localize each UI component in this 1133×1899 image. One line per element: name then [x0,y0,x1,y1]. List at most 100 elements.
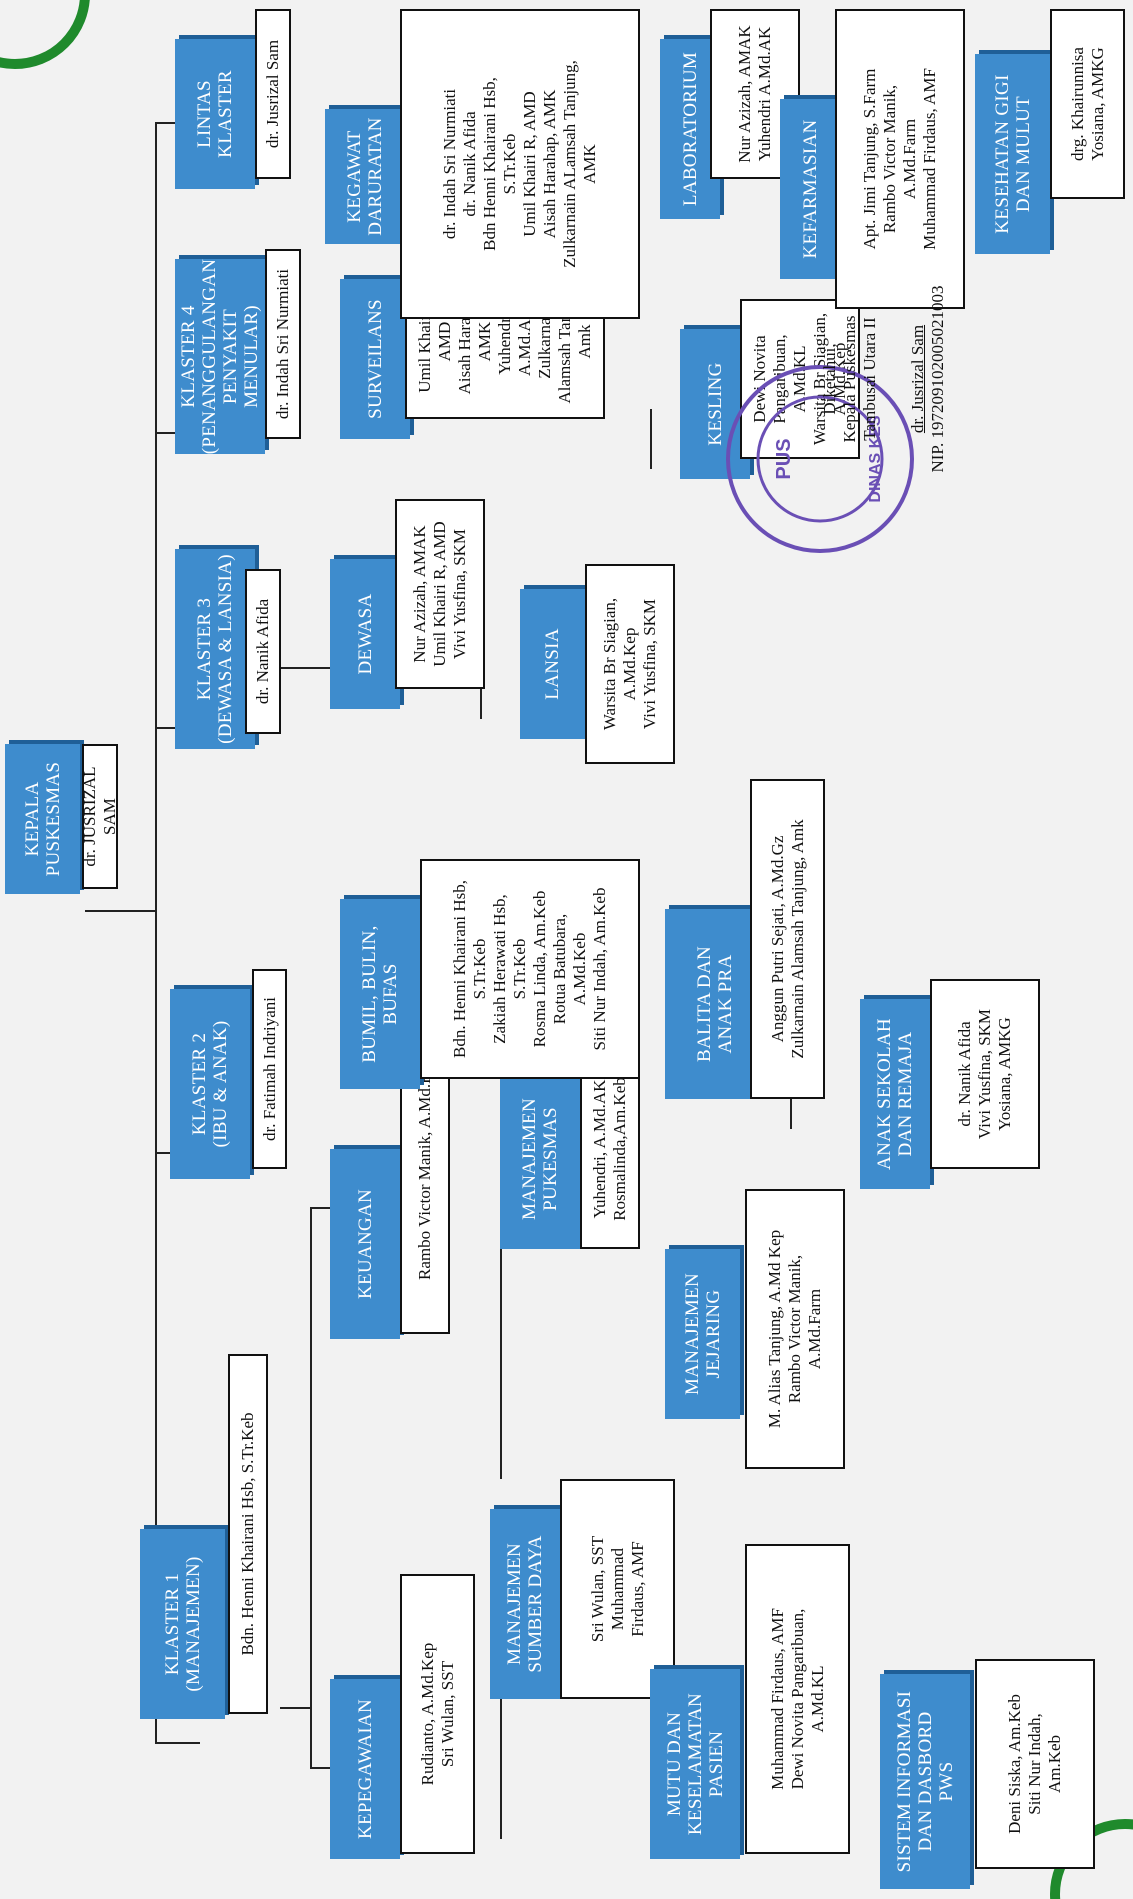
head-title: KEPALA PUSKESMAS [21,761,64,877]
keuangan-title: KEUANGAN [354,1188,376,1300]
staff-name: dr. Nanik Afida [955,1021,974,1127]
staff-name: Dewi Novita Pangaribuan, A.Md.KL [787,1608,827,1790]
staff-name: Rudianto, A.Md.Kep [417,1642,437,1786]
staff-name: Rotua Batubara, A.Md.Keb [550,913,589,1025]
staff-name: Umil Khairi R, AMD [430,521,449,667]
dewasa-box: DEWASA [330,559,400,709]
staff-name: Vivi Yusfina, SKM [975,1008,994,1140]
klaster-4-title: KLASTER 4 (Penanggulangan Penyakit Menul… [178,258,262,455]
staff-name: Siti Nur Indah, Am.Keb [590,887,609,1051]
anak-title: ANAK SEKOLAH DAN REMAJA [874,1018,916,1170]
dewasa-title: DEWASA [354,593,376,675]
bumil-title: BUMIL, BULIN, BUFAS [359,925,401,1063]
staff-name: Vivi Yusfina, SKM [640,598,659,730]
staff-name: Yuhendri A.Md.AK [755,26,774,162]
lintas-name-box: dr. Jusrizal Sam [255,9,291,179]
klaster-2-name-box: dr. Fatimah Indriyani [252,969,287,1169]
lintas-title: LINTAS KLASTER [194,70,236,158]
staff-name: Anggun Putri Sejati, A.Md.Gz [767,835,787,1043]
staff-name: drg. Khairunnisa [1067,47,1087,161]
gigi-box: KESEHATAN GIGI DAN MULUT [975,54,1050,254]
staff-name: Yuhendri, A.Md.AK [590,1079,609,1219]
kepegawaian-box: KEPEGAWAIAN [330,1679,400,1859]
sign-role: Kepala Puskesmas [840,315,859,443]
lab-title: LABORATORIUM [679,51,701,207]
staff-name: Bdn Henni Khairani Hsb, S.Tr.Keb [480,77,519,251]
head-name: dr. JUSRIZAL SAM [80,766,119,867]
lansia-title: LANSIA [542,628,563,700]
svg-text:DINAS KES: DINAS KES [867,415,884,502]
staff-name: Warsita Br Siagian, A.Md.Kep [600,597,639,731]
farm-title: KEFARMASIAN [799,119,821,259]
msd-title: MANAJEMEN SUMBER DAYA [504,1535,546,1673]
staff-name: Sri Wulan, SST [437,1660,457,1768]
balita-title: BALITA DAN ANAK PRA [694,946,736,1062]
gigi-title: KESEHATAN GIGI DAN MULUT [991,74,1034,234]
official-stamp-icon: PUS DINAS KES [726,365,914,553]
mj-title: MANAJEMEN JEJARING [681,1273,724,1395]
staff-name: Zulkarnain Alamsah Tanjung, Amk [787,819,807,1059]
klaster-4-name-box: dr. Indah Sri Nurmiati [265,249,301,439]
connector-line [155,1742,200,1744]
staff-name: Nur Azizah, AMAK [410,525,429,663]
bumil-box: BUMIL, BULIN, BUFAS [340,899,420,1089]
staff-name: Muhammad Firdaus, AMF [607,1541,647,1637]
mp-title: MANAJEMEN PUKESMAS [519,1098,561,1220]
connector-line [280,1707,310,1709]
sign-known: Diketahui, [820,343,839,415]
connector-line [310,1209,312,1769]
anak-box: ANAK SEKOLAH DAN REMAJA [860,999,930,1189]
si-title: SISTEM INFORMASI DAN DASBORD PWS [893,1690,957,1873]
lansia-box: LANSIA [520,589,585,739]
staff-name: dr. Nanik Afida [460,111,479,217]
msd-box: MANAJEMEN SUMBER DAYA [490,1509,560,1699]
kepegawaian-title: KEPEGAWAIAN [354,1698,376,1840]
mp-box: MANAJEMEN PUKESMAS [500,1069,580,1249]
staff-name: M. Alias Tanjung, A.Md Kep [765,1229,784,1429]
connector-line [85,910,155,912]
staff-name: dr. Indah Sri Nurmiati [440,88,459,240]
staff-name: Vivi Yusfina, SKM [450,528,469,660]
klaster-2-title-box: KLASTER 2 (Ibu & Anak) [170,989,250,1179]
sign-name: dr. Jusrizal Sam [908,324,927,434]
klaster-2-title: KLASTER 2 (Ibu & Anak) [189,1020,231,1148]
head-name-box: dr. JUSRIZAL SAM [80,744,119,889]
klaster-3-title-box: KLASTER 3 (Dewasa & Lansia) [175,549,255,749]
sign-nip: NIP. 197209102005021003 [928,285,947,473]
klaster-3-name-box: dr. Nanik Afida [245,569,281,734]
klaster-3-title: KLASTER 3 (Dewasa & Lansia) [194,554,236,744]
klaster-1-title: KLASTER 1 (Manajemen) [161,1556,204,1692]
kgd-title: KEGAWAT DARURATAN [344,117,386,236]
sign-space [880,189,908,569]
mutu-box: MUTU DAN KESELAMATAN PASIEN [650,1669,740,1859]
staff-name: Siti Nur Indah, Am.Keb [1025,1713,1064,1815]
staff-name: Umil Khairi R, AMD [520,91,539,237]
decorative-ring [0,0,90,69]
staff-name: Rambo Victor Manik, A.Md.Farm [785,1254,824,1404]
staff-name: Nur Azizah, AMAK [735,25,754,163]
kgd-box: KEGAWAT DARURATAN [325,109,405,244]
staff-name: Yosiana, AMKG [995,1017,1014,1131]
svg-text:PUS: PUS [773,438,795,479]
staff-name: Yosiana, AMKG [1087,47,1107,161]
head-title-box: KEPALA PUSKESMAS [5,744,80,894]
staff-name: Zulkarnain ALamsah Tanjung, AMK [560,60,599,268]
staff-name: Rosmalinda,Am.Keb [610,1077,629,1221]
surv-title: SURVEILANS [364,299,386,419]
staff-name: Sri Wulan, SST [587,1535,607,1643]
signature-block: Diketahui, Kepala Puskesmas Tambusai Uta… [820,189,960,569]
